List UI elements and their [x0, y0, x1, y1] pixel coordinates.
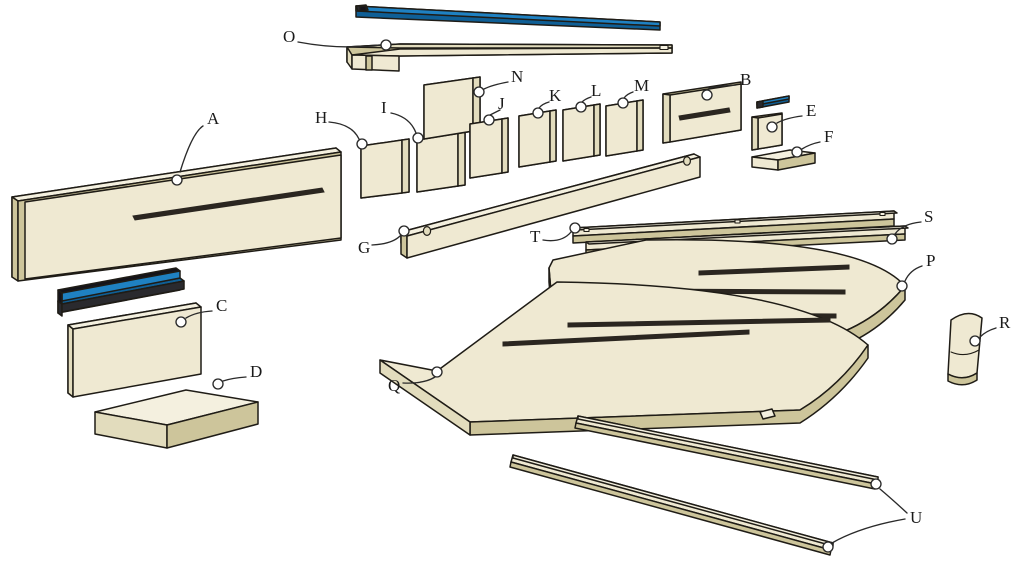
callout-label-s: S — [924, 207, 934, 226]
callout-label-u: U — [910, 508, 923, 527]
part-i-small-panel — [416, 131, 466, 193]
callout-leaders — [171, 39, 997, 553]
part-l-small-panel — [562, 103, 601, 162]
callout-label-f: F — [824, 127, 834, 146]
part-d-flat-base-block — [94, 389, 259, 449]
callout-label-h: H — [315, 108, 328, 127]
part-c-upright-panel — [67, 302, 202, 398]
callout-label-r: R — [999, 313, 1011, 332]
callout-label-n: N — [511, 67, 524, 86]
part-g-drilled-long-fence — [400, 153, 701, 259]
part-e-small-upright-block — [751, 112, 783, 151]
part-m-small-panel — [605, 99, 644, 157]
callout-label-g: G — [358, 238, 371, 257]
callout-label-a: A — [207, 109, 220, 128]
part-u-long-thin-rails — [509, 415, 879, 556]
callout-label-e: E — [806, 101, 817, 120]
callout-label-j: J — [498, 94, 505, 113]
part-k-small-panel — [518, 109, 557, 168]
part-o-long-tapered-rail — [346, 43, 673, 72]
part-r-curved-wedge-block — [947, 312, 983, 386]
blue-track-small-part — [756, 95, 790, 109]
callout-label-q: Q — [388, 376, 401, 395]
callout-label-k: K — [549, 86, 562, 105]
part-b-slotted-block — [662, 81, 742, 144]
callout-label-c: C — [216, 296, 228, 315]
callout-label-o: O — [283, 27, 296, 46]
part-j-small-panel — [469, 117, 509, 179]
callout-label-l: L — [591, 81, 602, 100]
callout-label-t: T — [530, 227, 541, 246]
part-q-large-bottom-platform — [379, 281, 869, 436]
callout-label-m: M — [634, 76, 650, 95]
blue-track-top-part — [355, 4, 661, 31]
callout-label-i: I — [381, 98, 387, 117]
part-f-small-flat-pad — [751, 149, 816, 171]
part-h-small-panel — [360, 138, 410, 199]
blue-track-left-part — [57, 267, 185, 317]
callout-label-p: P — [926, 251, 936, 270]
part-a-long-slotted-board — [11, 147, 342, 282]
callout-label-b: B — [740, 70, 752, 89]
callout-label-d: D — [250, 362, 263, 381]
